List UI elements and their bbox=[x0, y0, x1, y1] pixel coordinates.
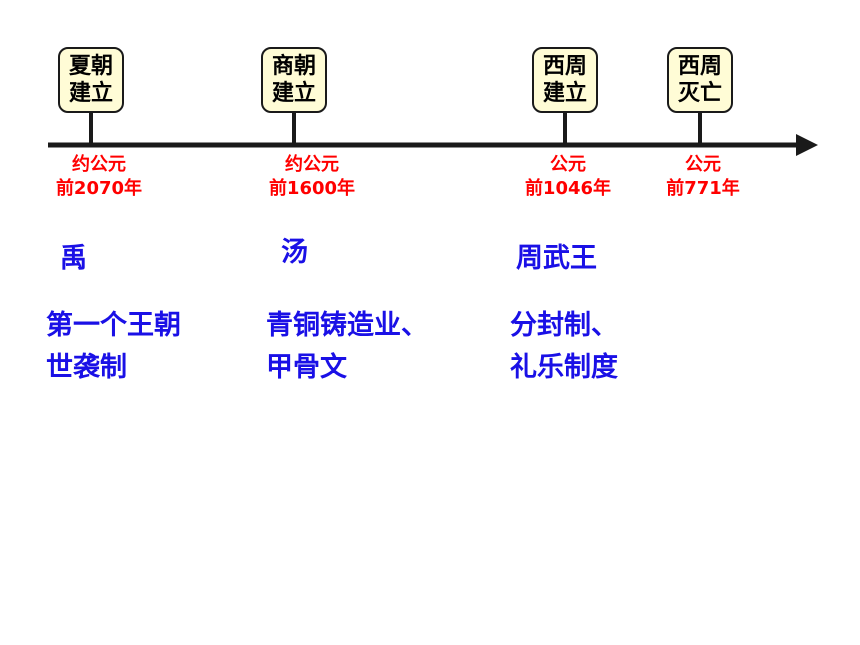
event-box-line1: 夏朝 bbox=[68, 54, 113, 79]
event-date-line2: 前771年 bbox=[666, 178, 740, 199]
event-box-line2: 建立 bbox=[271, 81, 316, 106]
event-note: 礼乐制度 bbox=[510, 352, 618, 383]
event-note: 分封制、 bbox=[510, 310, 618, 341]
event-box-line2: 建立 bbox=[542, 81, 587, 106]
event-box-line1: 西周 bbox=[542, 54, 587, 79]
event-box-shang-founded: 商朝 建立 bbox=[261, 47, 327, 113]
event-date-line1: 公元 bbox=[550, 154, 586, 175]
event-date-western-zhou-fall: 公元 前771年 bbox=[638, 153, 768, 201]
event-box-line2: 建立 bbox=[68, 81, 113, 106]
event-box-line2: 灭亡 bbox=[677, 81, 722, 106]
event-note: 甲骨文 bbox=[266, 352, 347, 383]
event-date-line1: 约公元 bbox=[285, 154, 339, 175]
event-box-western-zhou-fall: 西周 灭亡 bbox=[667, 47, 733, 113]
event-date-line1: 约公元 bbox=[72, 154, 126, 175]
event-note: 第一个王朝 bbox=[46, 310, 181, 341]
event-notes-xia: 第一个王朝 世袭制 bbox=[46, 305, 181, 389]
event-person-shang: 汤 bbox=[281, 237, 308, 268]
event-box-xia-founded: 夏朝 建立 bbox=[58, 47, 124, 113]
event-person-western-zhou: 周武王 bbox=[516, 243, 597, 274]
event-notes-western-zhou: 分封制、 礼乐制度 bbox=[510, 305, 618, 389]
event-box-western-zhou-founded: 西周 建立 bbox=[532, 47, 598, 113]
event-note: 世袭制 bbox=[46, 352, 127, 383]
event-date-line2: 前1600年 bbox=[268, 178, 356, 199]
event-box-line1: 西周 bbox=[677, 54, 722, 79]
event-person-xia: 禹 bbox=[60, 243, 87, 274]
event-notes-shang: 青铜铸造业、 甲骨文 bbox=[266, 305, 428, 389]
event-box-line1: 商朝 bbox=[271, 54, 316, 79]
event-date-shang-founded: 约公元 前1600年 bbox=[247, 153, 377, 201]
event-date-western-zhou-founded: 公元 前1046年 bbox=[503, 153, 633, 201]
event-date-xia-founded: 约公元 前2070年 bbox=[34, 153, 164, 201]
event-date-line1: 公元 bbox=[685, 154, 721, 175]
event-date-line2: 前1046年 bbox=[524, 178, 612, 199]
event-date-line2: 前2070年 bbox=[55, 178, 143, 199]
event-note: 青铜铸造业、 bbox=[266, 310, 428, 341]
timeline-arrowhead bbox=[796, 134, 818, 156]
